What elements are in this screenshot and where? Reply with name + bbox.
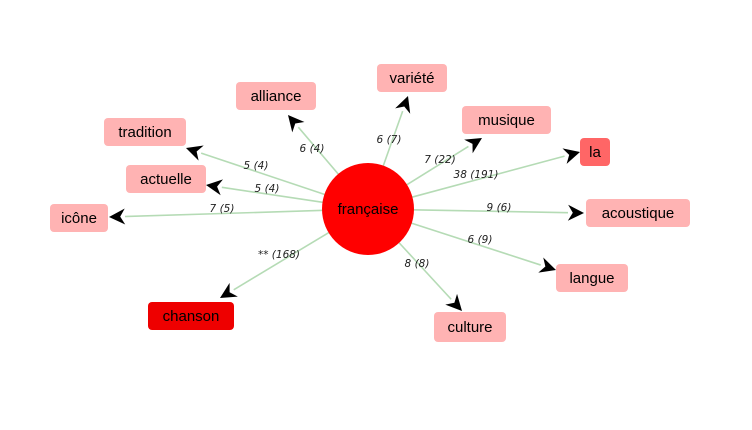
edge-label-icone: 7 (5)	[210, 203, 235, 215]
node-label-alliance: alliance	[251, 88, 302, 105]
node-label-icone: icône	[61, 210, 97, 227]
arrowhead-alliance	[288, 115, 305, 133]
node-label-acoustique: acoustique	[602, 205, 675, 222]
edge-acoustique	[411, 209, 569, 214]
node-box-chanson[interactable]	[148, 302, 234, 330]
node-label-actuelle: actuelle	[140, 171, 192, 188]
edge-label-alliance: 6 (4)	[300, 143, 325, 155]
node-box-actuelle[interactable]	[126, 165, 206, 193]
arrowhead-actuelle	[206, 179, 223, 196]
edge-langue	[409, 221, 542, 266]
arrowhead-variete	[395, 96, 411, 114]
arrowhead-icone	[109, 208, 126, 225]
edge-label-variete: 6 (7)	[377, 134, 402, 146]
edge-musique	[404, 145, 469, 187]
arrowhead-tradition	[186, 145, 204, 161]
node-label-la: la	[589, 144, 601, 161]
center-node[interactable]: française	[322, 163, 414, 255]
arrowhead-chanson	[220, 282, 238, 298]
node-box-acoustique[interactable]	[586, 199, 690, 227]
node-label-culture: culture	[447, 319, 492, 336]
edge-label-langue: 6 (9)	[468, 234, 493, 246]
edges-layer	[109, 96, 584, 311]
node-tradition[interactable]: tradition	[104, 118, 186, 146]
edge-icone	[124, 209, 325, 218]
node-label-tradition: tradition	[118, 124, 171, 141]
node-musique[interactable]: musique	[462, 106, 551, 134]
center-node-circle[interactable]	[322, 163, 414, 255]
edge-label-chanson: ** (168)	[258, 249, 300, 261]
arrowhead-acoustique	[567, 204, 584, 221]
edge-culture	[397, 240, 452, 300]
edge-label-tradition: 5 (4)	[244, 160, 269, 172]
edge-label-actuelle: 5 (4)	[255, 183, 280, 195]
edge-chanson	[233, 230, 331, 291]
node-box-tradition[interactable]	[104, 118, 186, 146]
edge-la	[410, 155, 565, 199]
center-node-label: française	[338, 201, 399, 218]
edge-alliance	[297, 126, 341, 177]
edge-actuelle	[221, 186, 325, 204]
node-label-chanson: chanson	[163, 308, 220, 325]
node-box-langue[interactable]	[556, 264, 628, 292]
edge-label-acoustique: 9 (6)	[487, 202, 512, 214]
node-alliance[interactable]: alliance	[236, 82, 316, 110]
node-acoustique[interactable]: acoustique	[586, 199, 690, 227]
arrowhead-la	[562, 148, 580, 164]
edge-variete	[381, 110, 404, 168]
arrowhead-musique	[464, 138, 482, 154]
node-actuelle[interactable]: actuelle	[126, 165, 206, 193]
node-box-icone[interactable]	[50, 204, 108, 232]
node-variete[interactable]: variété	[377, 64, 447, 92]
node-box-variete[interactable]	[377, 64, 447, 92]
node-culture[interactable]: culture	[434, 312, 506, 342]
edge-label-la: 38 (191)	[454, 169, 499, 181]
node-box-musique[interactable]	[462, 106, 551, 134]
node-label-musique: musique	[478, 112, 535, 129]
node-icone[interactable]: icône	[50, 204, 108, 232]
node-box-alliance[interactable]	[236, 82, 316, 110]
node-box-la[interactable]	[580, 138, 610, 166]
node-label-variete: variété	[389, 70, 434, 87]
node-box-culture[interactable]	[434, 312, 506, 342]
arrowhead-culture	[445, 293, 462, 311]
arrowhead-langue	[538, 257, 556, 273]
node-langue[interactable]: langue	[556, 264, 628, 292]
edge-label-culture: 8 (8)	[405, 258, 430, 270]
node-la[interactable]: la	[580, 138, 610, 166]
edge-label-musique: 7 (22)	[424, 154, 456, 166]
node-chanson[interactable]: chanson	[148, 302, 234, 330]
edge-labels-layer: 6 (4) 6 (7) 7 (22) 38 (191) 9 (6) 6 (9) 8 (8) *…	[210, 134, 512, 270]
node-label-langue: langue	[569, 270, 614, 287]
edge-tradition	[200, 152, 327, 196]
nodes-layer: alliance variété musique la acoustique langue…	[50, 64, 690, 342]
